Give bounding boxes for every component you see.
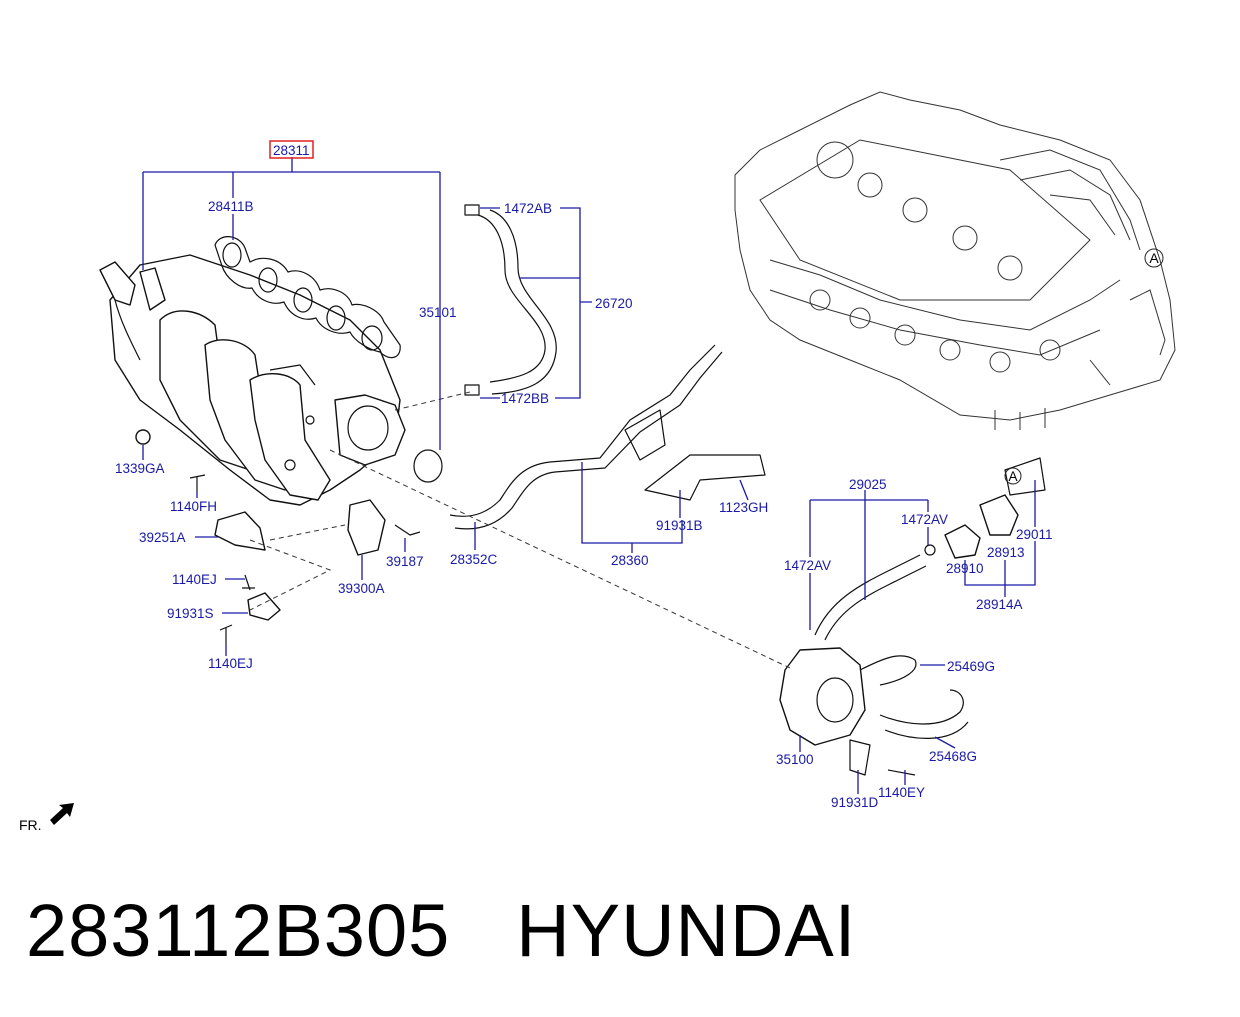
part-label-91931b: 91931B xyxy=(656,518,703,533)
manifold-gasket-drawing xyxy=(214,236,401,359)
part-label-25468g: 25468G xyxy=(929,749,977,764)
engine-block-drawing xyxy=(734,91,1176,430)
reference-callout-circle-2 xyxy=(1004,467,1022,485)
front-arrow-icon xyxy=(50,803,74,825)
part-label-1140ej-2: 1140EJ xyxy=(208,656,253,671)
part-label-1472bb: 1472BB xyxy=(501,391,549,406)
part-label-26720: 26720 xyxy=(595,296,633,311)
o-ring-drawing xyxy=(413,449,443,483)
part-label-28360: 28360 xyxy=(611,553,649,568)
part-label-1472ab: 1472AB xyxy=(504,201,552,216)
hose-26720-drawing xyxy=(464,204,557,396)
part-label-28352c: 28352C xyxy=(450,552,498,567)
front-orientation-marker: FR. xyxy=(19,803,74,833)
parts-diagram: A xyxy=(19,91,1176,833)
caption-brand: HYUNDAI xyxy=(516,889,857,972)
part-label-29025: 29025 xyxy=(849,477,887,492)
part-label-28311: 28311 xyxy=(273,143,310,158)
part-labels: 28311 28411B 35101 1472AB 26720 1472BB 1… xyxy=(115,143,1053,810)
part-label-28913: 28913 xyxy=(987,545,1025,560)
reference-callout-circle xyxy=(1144,248,1164,268)
part-label-91931s: 91931S xyxy=(167,606,214,621)
reference-callout-label-2: A xyxy=(1008,469,1017,484)
highlight-box xyxy=(269,140,314,159)
caption: 283112B305 HYUNDAI xyxy=(26,888,856,973)
part-label-1140ey: 1140EY xyxy=(878,785,925,800)
part-label-28910: 28910 xyxy=(946,561,984,576)
part-label-28411b: 28411B xyxy=(208,199,254,214)
part-label-1339ga: 1339GA xyxy=(115,461,165,476)
throttle-body-drawing xyxy=(779,554,969,776)
pipe-28360-drawing xyxy=(449,344,766,530)
part-label-35100: 35100 xyxy=(776,752,814,767)
part-label-1472av-2: 1472AV xyxy=(784,558,831,573)
part-label-39300a: 39300A xyxy=(338,581,385,596)
part-label-25469g: 25469G xyxy=(947,659,995,674)
front-label: FR. xyxy=(19,817,42,833)
part-label-39187: 39187 xyxy=(386,554,424,569)
part-label-29011: 29011 xyxy=(1016,527,1053,542)
part-label-1123gh: 1123GH xyxy=(719,500,768,515)
part-label-1472av: 1472AV xyxy=(901,512,948,527)
pcv-valve-drawing xyxy=(924,457,1046,559)
part-label-1140fh: 1140FH xyxy=(170,499,217,514)
part-label-1140ej: 1140EJ xyxy=(172,572,217,587)
part-label-39251a: 39251A xyxy=(139,530,186,545)
leader-lines xyxy=(142,157,1036,794)
part-label-35101: 35101 xyxy=(419,305,457,320)
caption-part-number: 283112B305 xyxy=(26,889,451,972)
part-label-28914a: 28914A xyxy=(976,597,1023,612)
reference-callout-label: A xyxy=(1149,250,1159,266)
part-label-91931d: 91931D xyxy=(831,795,879,810)
dashed-guides xyxy=(249,391,791,669)
